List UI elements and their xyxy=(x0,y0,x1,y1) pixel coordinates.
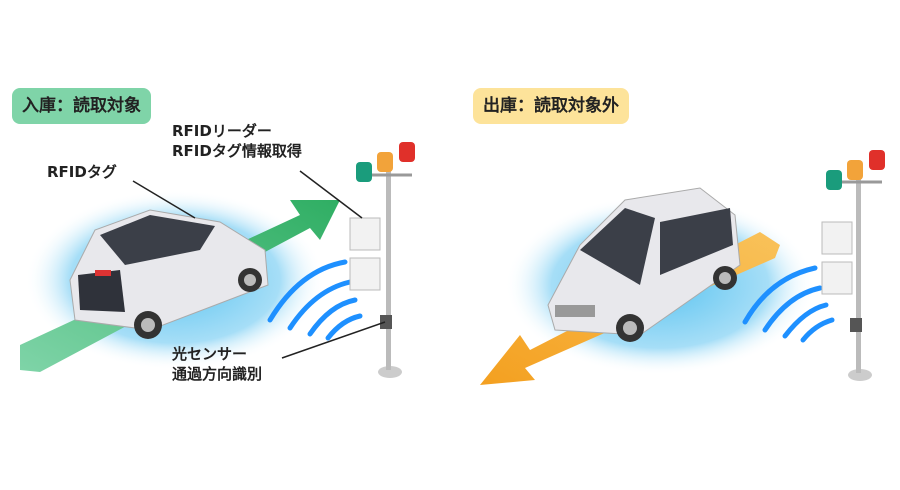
exit-badge: 出庫：読取対象外 xyxy=(473,88,629,124)
leader-lines xyxy=(132,170,386,359)
reader-label: RFIDリーダー RFIDタグ情報取得 xyxy=(172,121,302,161)
reader-pole-left xyxy=(349,142,415,378)
reader-pole-right xyxy=(821,150,885,381)
sensor-label-line1: 光センサー xyxy=(172,345,248,363)
sensor-label-line2: 通過方向識別 xyxy=(172,365,263,383)
left-scene xyxy=(20,142,415,378)
tag-label: RFIDタグ xyxy=(47,163,117,181)
car-left xyxy=(69,209,269,339)
entry-badge: 入庫：読取対象 xyxy=(12,88,151,124)
rf-waves-left xyxy=(267,259,363,341)
reader-label-line2: RFIDタグ情報取得 xyxy=(172,142,302,160)
reader-label-line1: RFIDリーダー xyxy=(172,122,272,140)
car-right xyxy=(547,187,741,342)
sensor-label: 光センサー 通過方向識別 xyxy=(172,344,262,384)
right-scene xyxy=(480,150,885,385)
rf-waves-right xyxy=(742,265,835,343)
